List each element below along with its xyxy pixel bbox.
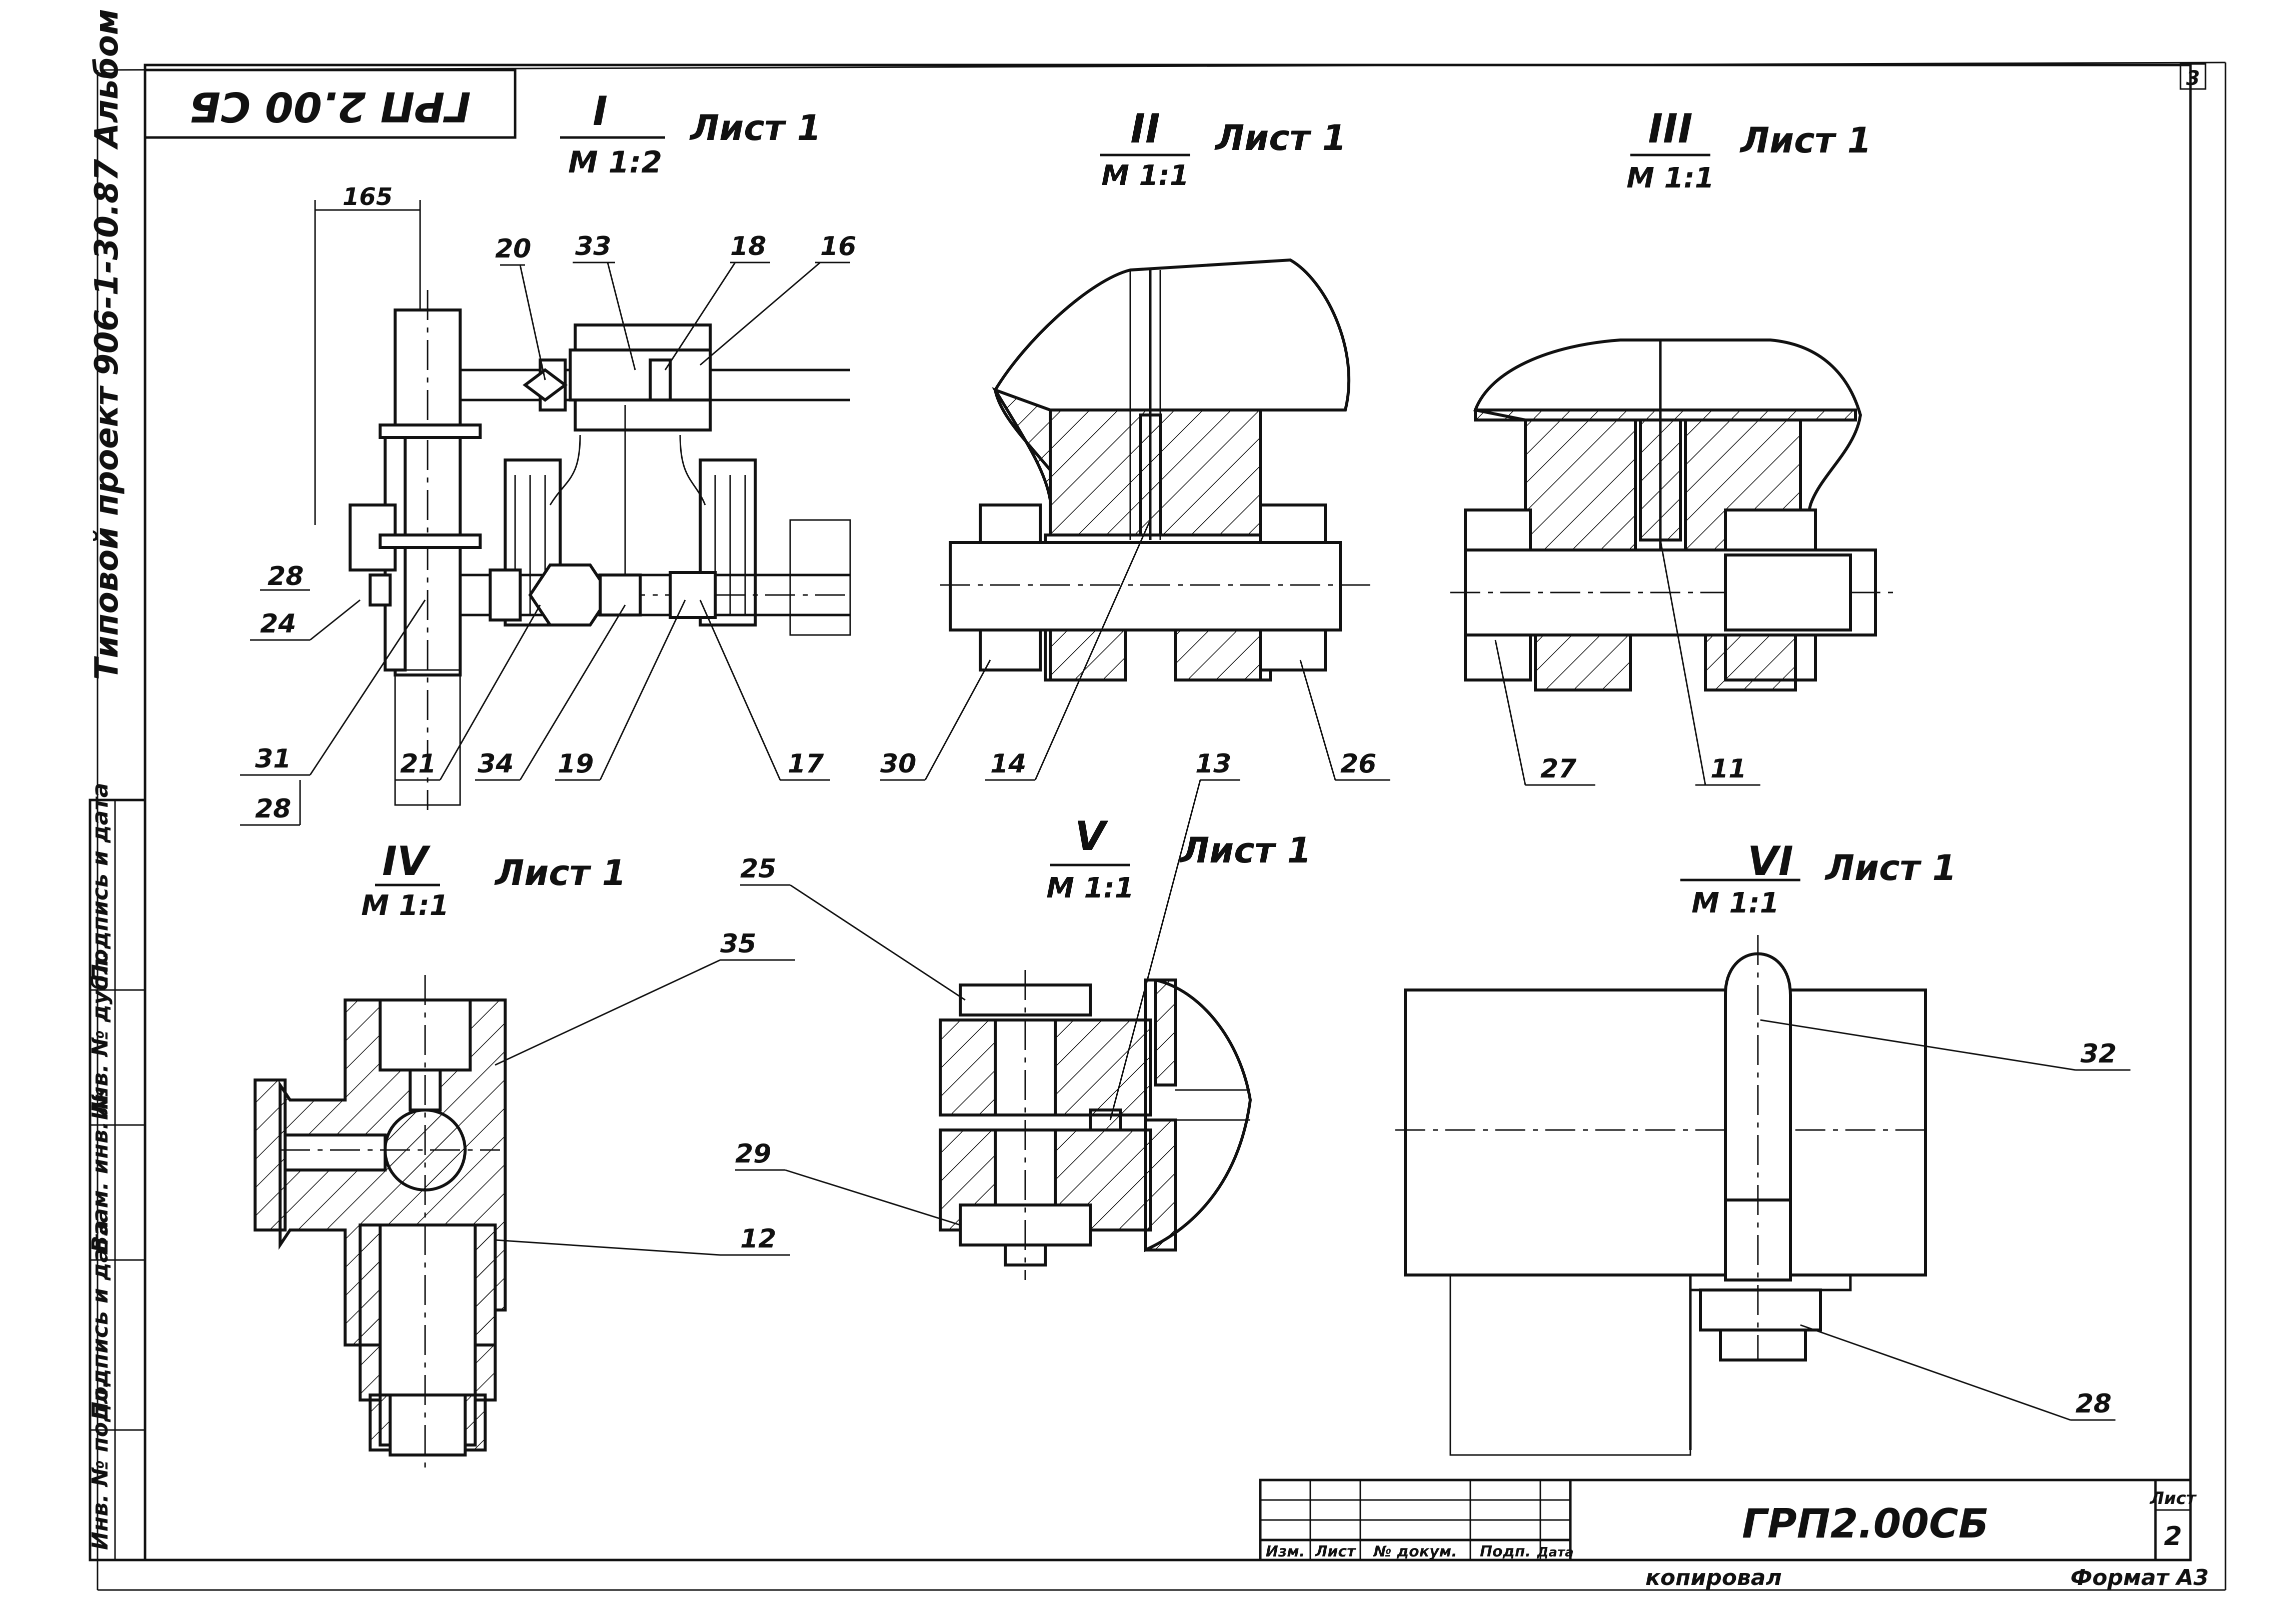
dimension-165: 165: [343, 183, 393, 211]
view-2-sheet: Лист 1: [1214, 118, 1346, 158]
view-6-scale: М 1:1: [1691, 887, 1779, 920]
view-2-number: II: [1130, 106, 1160, 152]
tb-col-podp: Подп.: [1480, 1543, 1531, 1560]
footer-format: Формат А3: [2070, 1565, 2209, 1590]
callout-12: 12: [740, 1224, 776, 1254]
callout-35: 35: [720, 929, 756, 959]
callout-25: 25: [740, 854, 776, 884]
callout-29: 29: [735, 1139, 771, 1169]
callout-31: 31: [255, 744, 291, 774]
view-3-sheet: Лист 1: [1739, 120, 1871, 161]
stamp-box: [144, 68, 517, 139]
callout-17: 17: [788, 749, 824, 779]
view-6-sheet: Лист 1: [1824, 848, 1956, 888]
callout-27: 27: [1540, 754, 1577, 784]
callout-28-view6: 28: [2075, 1389, 2111, 1419]
stamp-text: ГРП 2.00 СБ: [189, 82, 471, 130]
callout-26: 26: [1340, 749, 1376, 779]
callout-28-view1-a: 28: [268, 562, 304, 592]
view-4-number: IV: [382, 838, 431, 884]
view-6: VI М 1:1 Лист 1 32 28: [1395, 838, 2130, 1456]
strip-sign-date-1: Подпись и дата: [88, 1220, 113, 1420]
callout-21: 21: [400, 749, 436, 779]
strip-inv-podl: Инв. № подл.: [88, 1380, 113, 1550]
callout-19: 19: [558, 749, 594, 779]
view-4-sheet: Лист 1: [494, 852, 626, 894]
callout-18: 18: [730, 232, 766, 262]
callout-24: 24: [260, 609, 296, 639]
view-1-sheet: Лист 1: [689, 108, 821, 148]
tb-col-data: Дата: [1536, 1545, 1573, 1560]
strip-vzam-inv: Взам. инв. №: [88, 1087, 113, 1252]
callout-11: 11: [1710, 754, 1746, 784]
callout-13: 13: [1195, 749, 1231, 779]
callout-32: 32: [2080, 1039, 2116, 1069]
footer-copied: копировал: [1645, 1565, 1782, 1590]
callout-34: 34: [478, 749, 514, 779]
callout-33: 33: [575, 232, 611, 262]
callout-14: 14: [990, 749, 1026, 779]
corner-page-number: 3: [2186, 67, 2200, 90]
view-5: V М 1:1 Лист 1 13 25 29: [735, 749, 1311, 1280]
view-3-scale: М 1:1: [1626, 162, 1714, 194]
view-1-number: I: [593, 88, 608, 134]
view-3: III М 1:1 Лист 1 27 11: [1450, 106, 1900, 786]
view-4-scale: М 1:1: [361, 890, 449, 922]
view-4: IV М 1:1 Лист 1 35 12: [254, 838, 795, 1475]
strip-sign-date-2: Подпись и дата: [88, 782, 113, 982]
view-1: I М 1:2 Лист 1 165: [240, 88, 856, 826]
view-6-number: VI: [1747, 838, 1793, 884]
tb-sheet-number: 2: [2164, 1522, 2182, 1552]
view-3-number: III: [1648, 106, 1692, 152]
tb-designation: ГРП2.00СБ: [1742, 1500, 1989, 1547]
side-project-text: Типовой проект 906-1-30.87 Альбом: [89, 9, 126, 680]
view-2: II М 1:1 Лист 1 30 14 26: [880, 106, 1390, 781]
tb-col-izm: Изм.: [1266, 1543, 1305, 1560]
strip-inv-dubl: Инв. № дубл.: [88, 950, 113, 1120]
view-1-scale: М 1:2: [568, 145, 662, 180]
left-stamp-strip: Инв. № подл. Подпись и дата Взам. инв. №…: [88, 782, 147, 1562]
view-5-scale: М 1:1: [1046, 872, 1134, 904]
view-5-number: V: [1075, 813, 1109, 860]
tb-sheet-label: Лист: [2149, 1488, 2197, 1508]
view-5-sheet: Лист 1: [1179, 830, 1311, 871]
callout-28-view1-b: 28: [255, 794, 291, 824]
view-2-scale: М 1:1: [1101, 160, 1189, 192]
tb-col-list: Лист: [1314, 1543, 1356, 1560]
callout-20: 20: [495, 234, 531, 264]
callout-16: 16: [820, 232, 856, 262]
tb-col-dokum: № докум.: [1372, 1543, 1457, 1560]
callout-30: 30: [880, 749, 916, 779]
title-block: Изм. Лист № докум. Подп. Дата ГРП2.00СБ …: [1259, 1478, 2197, 1562]
